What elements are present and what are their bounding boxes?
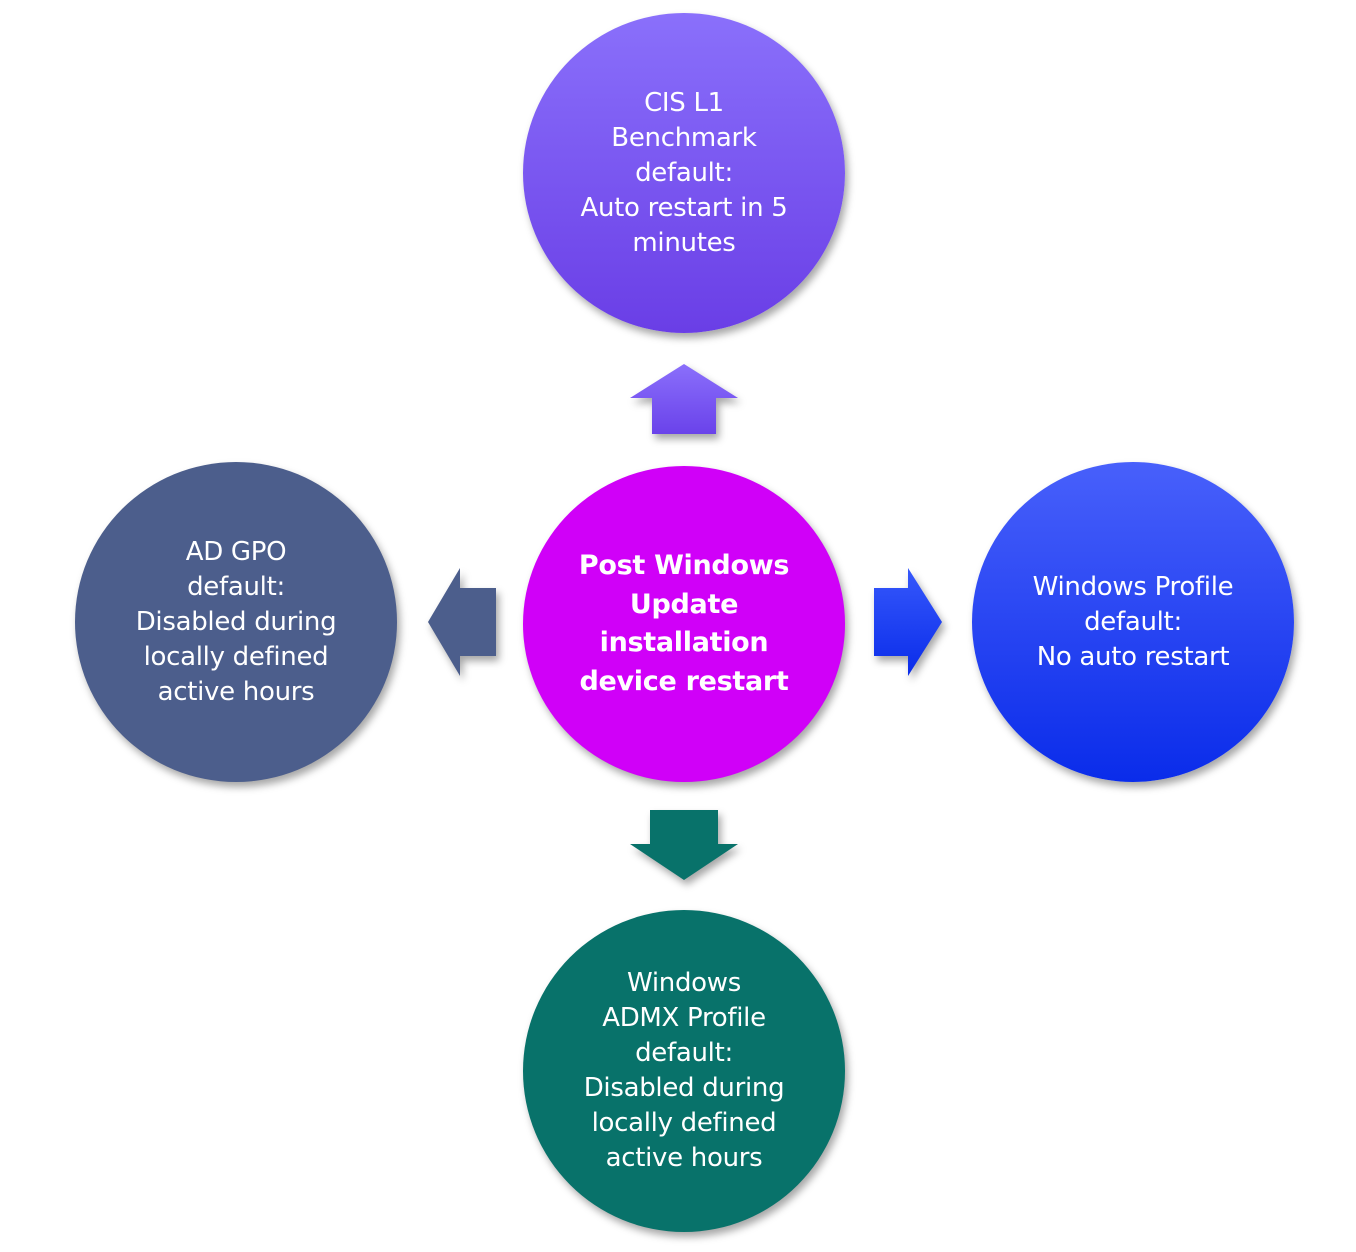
arrow-down-icon [630, 810, 738, 880]
node-cis-l1-benchmark: CIS L1 Benchmark default: Auto restart i… [523, 13, 845, 333]
node-label: Windows ADMX Profile default: Disabled d… [583, 968, 785, 1173]
center-node-label: Post Windows Update installation device … [578, 550, 790, 697]
node-label: Windows Profile default: No auto restart [1032, 571, 1234, 672]
arrow-left-icon [428, 568, 496, 676]
center-node: Post Windows Update installation device … [523, 466, 845, 782]
arrow-up-icon [630, 364, 738, 434]
node-label: AD GPO default: Disabled during locally … [135, 536, 337, 707]
node-windows-admx-profile: Windows ADMX Profile default: Disabled d… [523, 910, 845, 1232]
node-windows-profile: Windows Profile default: No auto restart [972, 462, 1294, 782]
node-ad-gpo: AD GPO default: Disabled during locally … [75, 462, 397, 782]
node-label: CIS L1 Benchmark default: Auto restart i… [580, 87, 788, 258]
arrow-right-icon [874, 568, 942, 676]
